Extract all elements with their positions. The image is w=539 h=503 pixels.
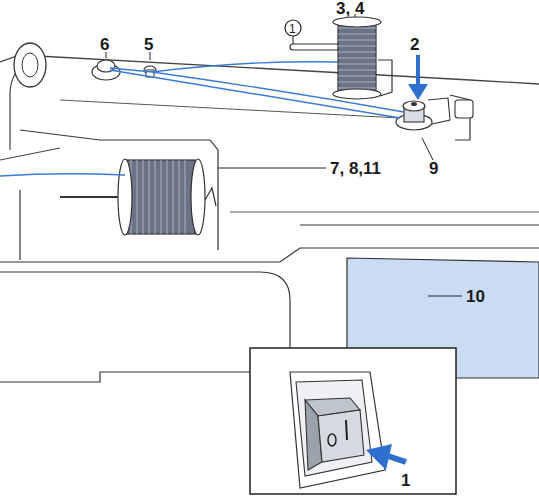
callout-number: 2 [410, 36, 419, 53]
callout-number: 10 [466, 288, 485, 305]
callout-number: 5 [144, 36, 153, 53]
callout-number: 3, 4 [336, 0, 364, 17]
callout-number: 6 [100, 36, 109, 53]
callout-number: 7, 8,11 [330, 160, 381, 177]
callout-number: 1 [289, 23, 296, 35]
callout-number: 1 [401, 472, 410, 489]
callout-number: 9 [429, 160, 438, 177]
